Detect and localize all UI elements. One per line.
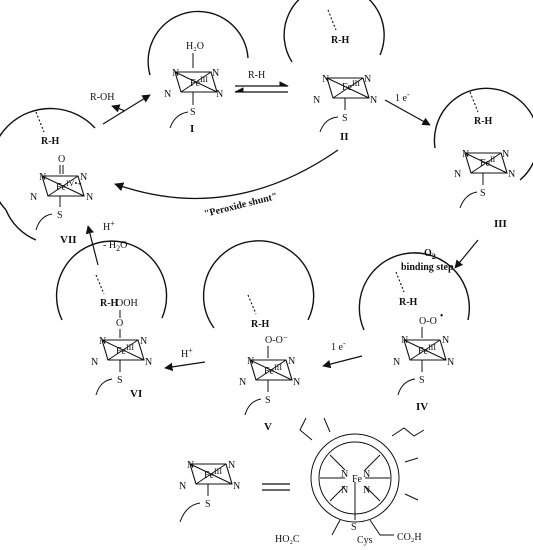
n-atom: N: [370, 95, 377, 106]
n-atom: N: [233, 481, 240, 492]
substrate-rh: R-H: [331, 35, 350, 46]
n-atom: N: [442, 335, 449, 346]
o2-binding-step-label: binding step: [401, 262, 454, 273]
electron-step-1: 1 e-: [395, 90, 410, 104]
n-atom: N: [228, 460, 235, 471]
state-III: R-H N N N N FeII S III: [433, 87, 533, 230]
state-label-VII: VII: [60, 234, 77, 246]
fe-label: FeIII: [204, 467, 222, 481]
n-atom: N: [401, 335, 408, 346]
n-atom: N: [341, 469, 348, 480]
n-atom: N: [140, 336, 147, 347]
o-atom: O: [116, 318, 123, 329]
n-atom: N: [447, 357, 454, 368]
substrate-rh: R-H: [474, 116, 493, 127]
n-atom: N: [216, 89, 223, 100]
substrate-rh: R-H: [399, 297, 418, 308]
state-label-II: II: [340, 131, 349, 143]
substrate-rh: R-H: [41, 136, 60, 147]
s-atom: S: [190, 107, 196, 118]
substrate-rh: R-H: [251, 319, 270, 330]
n-atom: N: [30, 192, 37, 203]
s-atom: S: [419, 375, 425, 386]
n-atom: N: [313, 95, 320, 106]
s-atom: S: [117, 375, 123, 386]
fe-label: FeIII: [418, 343, 436, 357]
porphyrin-fe: Fe: [352, 474, 363, 485]
fe-label: FeIII: [190, 75, 208, 89]
s-atom: S: [342, 113, 348, 124]
n-atom: N: [363, 485, 370, 496]
peroxide-shunt-label: "Peroxide shunt": [203, 191, 279, 220]
n-atom: N: [247, 356, 254, 367]
n-atom: N: [179, 481, 186, 492]
hydroperoxo-ligand: OOH: [116, 298, 138, 309]
oxo-atom: O: [58, 154, 65, 165]
fe-label: FeII: [480, 155, 496, 169]
n-atom: N: [502, 149, 509, 160]
n-atom: N: [322, 74, 329, 85]
substrate-rh-binding: R-H: [248, 70, 265, 81]
superoxo-ligand: O-O•: [419, 311, 443, 327]
n-atom: N: [145, 357, 152, 368]
n-atom: N: [172, 68, 179, 79]
fe-label: FeIII: [116, 343, 134, 357]
proton-step-1: H+: [181, 346, 193, 360]
propionate-right: CO₂H: [397, 532, 422, 543]
s-atom: S: [57, 210, 63, 221]
state-label-I: I: [190, 123, 194, 135]
porphyrin-structure: [299, 417, 425, 536]
n-atom: N: [508, 169, 515, 180]
fe-label: FeIII: [264, 363, 282, 377]
n-atom: N: [363, 469, 370, 480]
n-atom: N: [212, 68, 219, 79]
n-atom: N: [39, 172, 46, 183]
water-ligand: H₂O: [186, 41, 204, 52]
n-atom: N: [364, 74, 371, 85]
n-atom: N: [91, 357, 98, 368]
s-atom: S: [265, 395, 271, 406]
fe-label: FeIV•+: [56, 179, 82, 193]
substrate-rh: R-H: [100, 298, 119, 309]
water-loss: - H2O: [103, 240, 127, 253]
electron-step-2: 1 e-: [331, 339, 346, 353]
state-label-IV: IV: [416, 401, 428, 413]
state-I: H₂O N N N N FeIII S I: [147, 10, 249, 135]
product-roh: R-OH: [90, 92, 114, 103]
s-atom: S: [480, 188, 486, 199]
s-atom: S: [351, 522, 357, 533]
state-VII: R-H O N N N N FeIV•+ S VII: [0, 107, 96, 246]
n-atom: N: [293, 377, 300, 388]
s-atom: S: [205, 499, 211, 510]
state-label-V: V: [264, 421, 272, 433]
n-atom: N: [80, 172, 87, 183]
n-atom: N: [239, 377, 246, 388]
state-IV: R-H O-O• N N N N FeIII S IV: [358, 252, 471, 413]
fe-label: FeIII: [342, 79, 360, 93]
n-atom: N: [462, 149, 469, 160]
peroxo-ligand: O-O⁻: [265, 335, 288, 346]
n-atom: N: [164, 89, 171, 100]
n-atom: N: [86, 192, 93, 203]
n-atom: N: [288, 356, 295, 367]
proton-step-2: H+: [103, 219, 115, 233]
state-V: R-H O-O⁻ N N N N FeIII S V: [202, 240, 315, 433]
n-atom: N: [99, 336, 106, 347]
n-atom: N: [187, 460, 194, 471]
legend-heme: N N N N FeIII S Fe N N N N S Cys HO₂C C: [179, 417, 425, 546]
n-atom: N: [341, 485, 348, 496]
n-atom: N: [393, 357, 400, 368]
n-atom: N: [454, 169, 461, 180]
propionate-left: HO₂C: [275, 534, 300, 545]
state-II: R-H N N N N FeIII S II: [283, 0, 385, 143]
state-VI: R-H OOH O N N N N FeIII S VI: [55, 240, 168, 400]
cys-label: Cys: [357, 535, 373, 546]
state-label-VI: VI: [130, 388, 142, 400]
state-label-III: III: [494, 218, 507, 230]
